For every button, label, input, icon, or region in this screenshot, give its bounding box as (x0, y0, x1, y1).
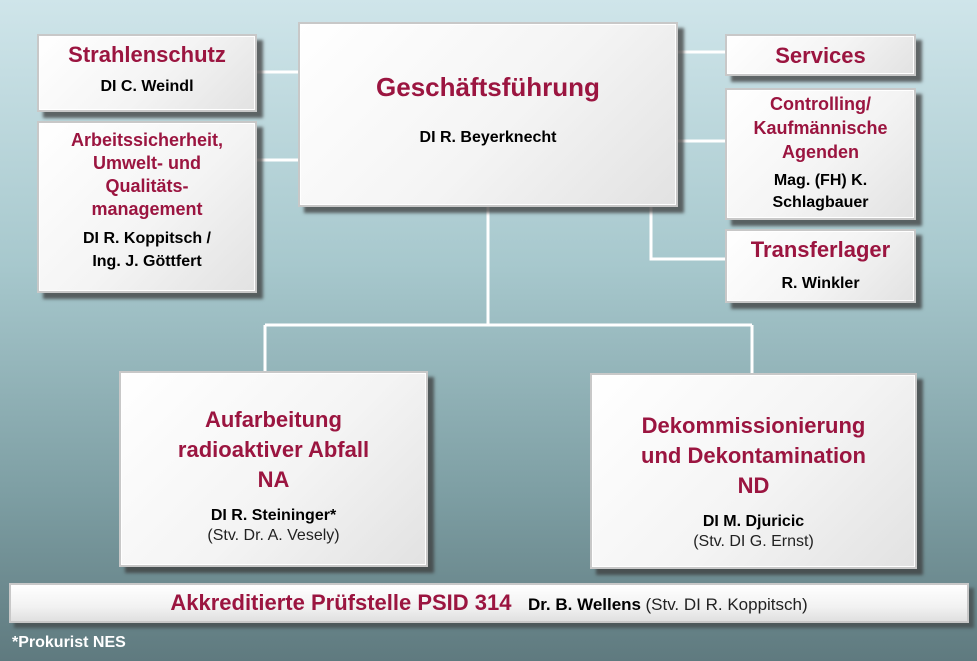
controlling-title-line: Controlling/ (770, 94, 871, 114)
aufarbeitung-title-line: NA (257, 467, 290, 492)
controlling-title-line: Agenden (781, 142, 859, 162)
aufarbeitung-deputy: (Stv. Dr. A. Vesely) (207, 527, 340, 544)
arbeitssicherheit-person-line: Ing. J. Göttfert (92, 253, 202, 270)
box-strahlenschutz: Strahlenschutz DI C. Weindl (37, 34, 257, 112)
arbeitssicherheit-title: Arbeitssicherheit, Umwelt- und Qualitäts… (39, 129, 255, 221)
services-title: Services (775, 43, 866, 68)
box-geschaeftsfuehrung: Geschäftsführung DI R. Beyerknecht (298, 22, 678, 207)
strahlenschutz-title: Strahlenschutz (68, 42, 226, 67)
arbeitssicherheit-title-line: Arbeitssicherheit, (70, 130, 224, 150)
pruefstelle-person: Dr. B. Wellens (527, 595, 642, 614)
transferlager-person: R. Winkler (781, 275, 860, 292)
dekommissionierung-deputy: (Stv. DI G. Ernst) (693, 533, 814, 550)
aufarbeitung-title-line: radioaktiver Abfall (177, 437, 370, 462)
box-arbeitssicherheit: Arbeitssicherheit, Umwelt- und Qualitäts… (37, 121, 257, 293)
arbeitssicherheit-person-line: DI R. Koppitsch / (83, 230, 211, 247)
strahlenschutz-person: DI C. Weindl (100, 78, 194, 95)
box-dekommissionierung: Dekommissionierung und Dekontamination N… (590, 373, 917, 569)
box-aufarbeitung: Aufarbeitung radioaktiver Abfall NA DI R… (119, 371, 428, 567)
controlling-person: Mag. (FH) K. Schlagbauer (727, 170, 914, 214)
pruefstelle-deputy: (Stv. DI R. Koppitsch) (645, 595, 808, 614)
dekommissionierung-title-line: und Dekontamination (641, 443, 866, 468)
box-controlling: Controlling/ Kaufmännische Agenden Mag. … (725, 88, 916, 220)
arbeitssicherheit-title-line: management (91, 199, 203, 219)
arbeitssicherheit-title-line: Umwelt- und (93, 153, 201, 173)
gf-title: Geschäftsführung (376, 72, 600, 102)
controlling-person-line: Schlagbauer (772, 194, 869, 211)
box-pruefstelle: Akkreditierte Prüfstelle PSID 314 Dr. B.… (9, 583, 969, 623)
aufarbeitung-person: DI R. Steininger* (210, 507, 337, 524)
connector-transferlager (649, 207, 725, 261)
pruefstelle-title: Akkreditierte Prüfstelle PSID 314 (170, 590, 512, 615)
dekommissionierung-title: Dekommissionierung und Dekontamination N… (592, 411, 915, 501)
gf-person: DI R. Beyerknecht (419, 129, 557, 146)
dekommissionierung-title-line: Dekommissionierung (641, 413, 866, 438)
box-transferlager: Transferlager R. Winkler (725, 229, 916, 303)
dekommissionierung-title-line: ND (737, 473, 770, 498)
controlling-title-line: Kaufmännische (753, 118, 888, 138)
controlling-person-line: Mag. (FH) K. (773, 172, 868, 189)
dekommissionierung-person: DI M. Djuricic (702, 513, 805, 530)
box-services: Services (725, 34, 916, 76)
footnote: *Prokurist NES (12, 634, 126, 651)
controlling-title: Controlling/ Kaufmännische Agenden (727, 92, 914, 164)
transferlager-title: Transferlager (750, 237, 891, 262)
aufarbeitung-title-line: Aufarbeitung (205, 407, 342, 432)
aufarbeitung-title: Aufarbeitung radioaktiver Abfall NA (121, 405, 426, 495)
arbeitssicherheit-title-line: Qualitäts- (105, 176, 189, 196)
arbeitssicherheit-person: DI R. Koppitsch / Ing. J. Göttfert (39, 227, 255, 273)
